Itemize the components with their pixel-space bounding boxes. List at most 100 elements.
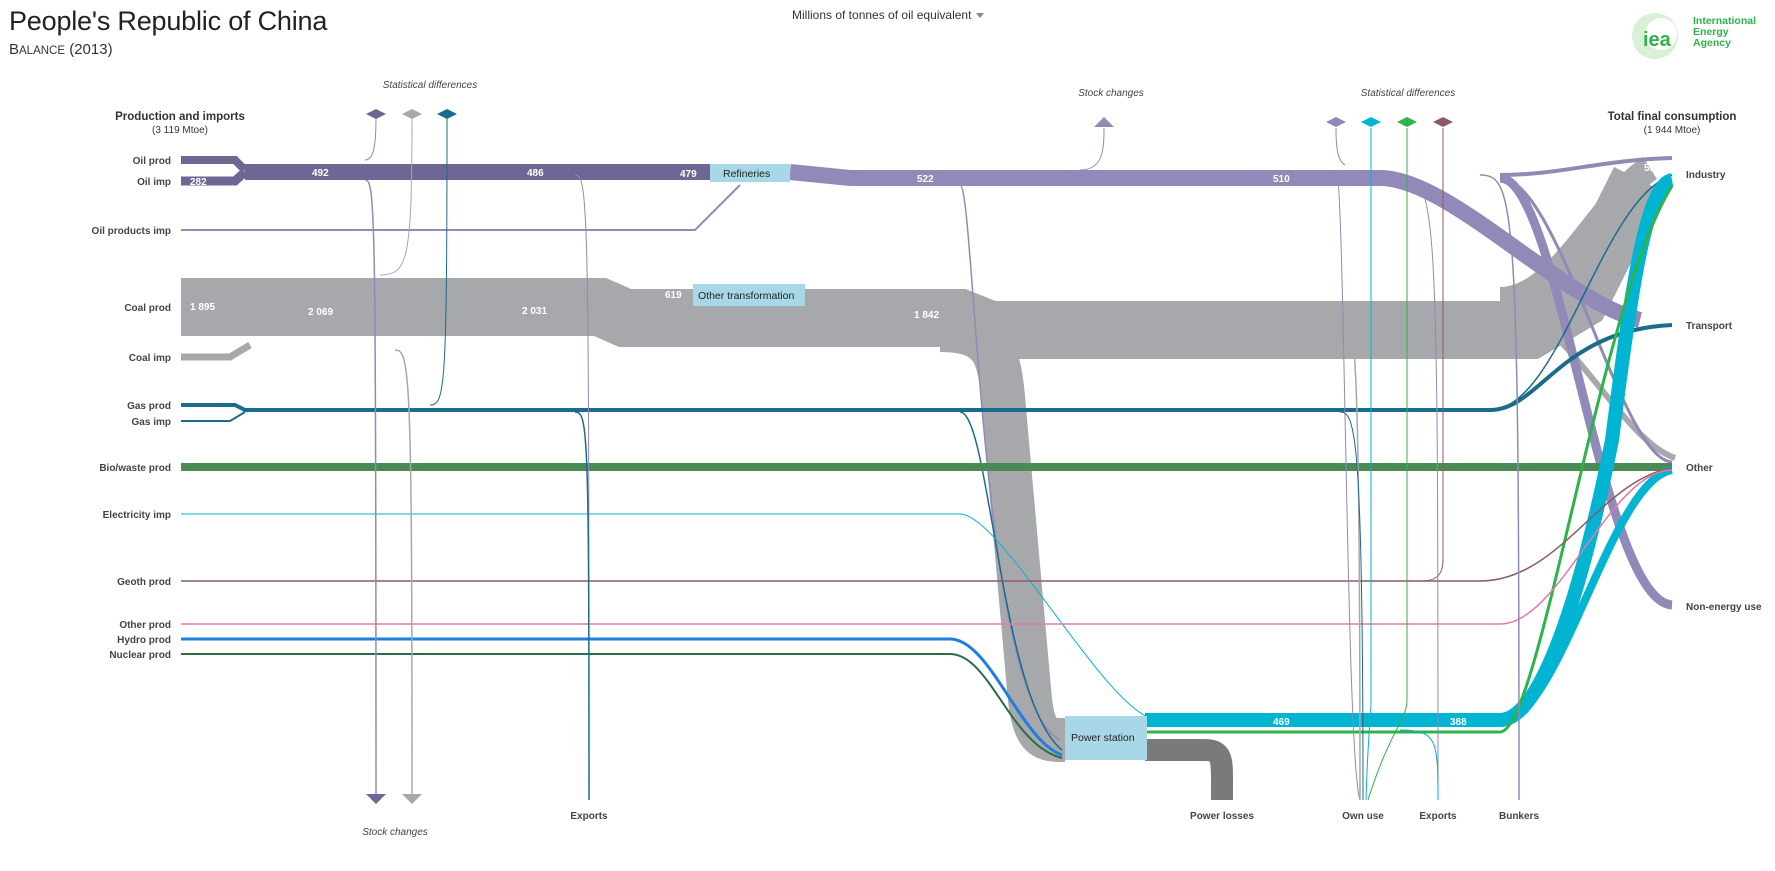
flow-oil-to-nonenergy[interactable]: [1498, 173, 1674, 610]
sink-other[interactable]: Other: [1686, 463, 1713, 474]
source-coal-prod[interactable]: Coal prod: [124, 303, 171, 314]
value-coal-619: 619: [665, 290, 682, 301]
source-coal-imp[interactable]: Coal imp: [129, 353, 171, 364]
flow-oil-imp[interactable]: [181, 168, 249, 186]
flow-oil-to-industry[interactable]: [1499, 156, 1673, 177]
label-exports-right: Exports: [1419, 811, 1457, 822]
flow-coal-imp[interactable]: [181, 341, 252, 361]
unit-selector[interactable]: Millions of tonnes of oil equivalent: [792, 8, 985, 22]
flow-gas-to-power[interactable]: [959, 411, 1063, 751]
node-refineries-label: Refineries: [723, 168, 770, 180]
flow-stat-diff-coal: [379, 114, 413, 276]
flow-exports-right-elec: [1399, 729, 1439, 801]
iea-logo-line1: International: [1693, 15, 1757, 27]
sink-transport[interactable]: Transport: [1686, 321, 1733, 332]
iea-logo-initials: iea: [1643, 29, 1672, 51]
flow-own-use-1: [1335, 169, 1361, 801]
source-other-prod[interactable]: Other prod: [119, 620, 171, 631]
stat-diff-oil-diamond[interactable]: [366, 109, 386, 119]
node-other-transformation-label: Other transformation: [698, 290, 794, 302]
left-header-title: Production and imports: [115, 111, 245, 123]
flow-oil-prod[interactable]: [181, 156, 248, 173]
flow-geoth-prod[interactable]: [181, 467, 1673, 582]
flow-stock-changes-top: [1079, 127, 1105, 171]
flow-oil-products[interactable]: [789, 164, 1643, 328]
stat-diff-gas-diamond[interactable]: [437, 109, 457, 119]
label-stock-changes-bottom: Stock changes: [362, 827, 428, 838]
iea-logo-line2: Energy Agency: [1693, 26, 1731, 49]
node-refineries[interactable]: [710, 164, 790, 182]
flow-oil-to-other[interactable]: [1499, 176, 1673, 464]
flow-nuclear-prod[interactable]: [181, 653, 1063, 759]
source-electricity-imp[interactable]: Electricity imp: [103, 510, 171, 521]
flow-oil-products-imp[interactable]: [181, 184, 741, 231]
stock-change-oil-arrow[interactable]: [366, 794, 386, 804]
stock-change-coal-arrow[interactable]: [402, 794, 422, 804]
flow-stock-change-coal: [394, 349, 413, 796]
value-oil-522: 522: [917, 174, 934, 185]
flow-hydro-prod[interactable]: [181, 637, 1063, 757]
stat-diff-right-heat-diamond[interactable]: [1397, 117, 1417, 127]
node-power-station-label: Power station: [1071, 732, 1135, 744]
label-exports-left: Exports: [570, 811, 608, 822]
label-own-use: Own use: [1342, 811, 1384, 822]
flow-stat-diff-right-1: [1335, 127, 1346, 166]
flow-coal-to-industry[interactable]: [1498, 157, 1658, 313]
value-oil-447: 447: [1450, 174, 1467, 185]
label-stat-diff-right: Statistical differences: [1361, 88, 1456, 99]
flow-gas-to-industry[interactable]: [1489, 174, 1673, 411]
value-oil-486: 486: [527, 168, 544, 179]
chevron-down-icon: [976, 13, 985, 19]
subtitle-year: (2013): [69, 41, 113, 58]
right-header-title: Total final consumption: [1608, 111, 1737, 123]
source-nuclear-prod[interactable]: Nuclear prod: [109, 650, 171, 661]
source-gas-imp[interactable]: Gas imp: [132, 417, 171, 428]
page-subtitle: BALANCE (2013): [9, 41, 113, 58]
value-oil-492: 492: [312, 168, 329, 179]
node-other-transformation[interactable]: [693, 284, 805, 306]
value-coal-1842: 1 842: [914, 310, 939, 321]
flow-stat-diff-right-3: [1367, 128, 1408, 801]
stat-diff-right-elec-diamond[interactable]: [1361, 117, 1381, 127]
source-oil-prod[interactable]: Oil prod: [133, 156, 171, 167]
flow-gas-imp[interactable]: [181, 411, 246, 422]
label-stock-changes-top: Stock changes: [1078, 88, 1144, 99]
stock-changes-top-arrow[interactable]: [1094, 117, 1114, 127]
flow-exports-left-gas: [574, 411, 590, 801]
flow-power-losses[interactable]: [1145, 739, 1233, 800]
flow-heat-green[interactable]: [1145, 185, 1674, 734]
sink-industry[interactable]: Industry: [1686, 170, 1726, 181]
flow-coal-main[interactable]: [181, 167, 1666, 359]
label-bunkers: Bunkers: [1499, 811, 1539, 822]
value-industry-552: 552: [1644, 163, 1661, 174]
source-oil-products-imp[interactable]: Oil products imp: [92, 226, 171, 237]
source-oil-imp[interactable]: Oil imp: [137, 177, 171, 188]
node-power-station[interactable]: [1065, 716, 1147, 760]
source-hydro-prod[interactable]: Hydro prod: [117, 635, 171, 646]
stat-diff-right-oil-diamond[interactable]: [1326, 117, 1346, 127]
flow-stock-change-oil: [364, 179, 377, 796]
flow-electricity-other[interactable]: [1499, 466, 1674, 726]
subtitle-rest: ALANCE: [19, 45, 66, 57]
value-oil-510: 510: [1273, 174, 1290, 185]
sink-non-energy-use[interactable]: Non-energy use: [1686, 602, 1762, 613]
flow-stat-diff-right-2: [1365, 128, 1372, 801]
source-gas-prod[interactable]: Gas prod: [127, 401, 171, 412]
stat-diff-coal-diamond[interactable]: [402, 109, 422, 119]
page-title: People's Republic of China: [9, 6, 328, 36]
source-bio-waste-prod[interactable]: Bio/waste prod: [99, 463, 171, 474]
flow-other-prod[interactable]: [181, 469, 1673, 625]
flow-stat-diff-right-4: [1419, 128, 1444, 582]
stat-diff-right-geoth-diamond[interactable]: [1433, 117, 1453, 127]
flow-coal-to-power[interactable]: [939, 308, 1066, 762]
flow-coal-to-other[interactable]: [1499, 302, 1677, 461]
flow-own-use-2: [1339, 304, 1361, 801]
flow-electricity-imp[interactable]: [181, 513, 1151, 719]
subtitle-prefix: B: [9, 41, 20, 58]
label-power-losses: Power losses: [1190, 811, 1254, 822]
value-coal-2031: 2 031: [522, 306, 547, 317]
label-stat-diff-left: Statistical differences: [383, 80, 478, 91]
source-geoth-prod[interactable]: Geoth prod: [117, 577, 171, 588]
